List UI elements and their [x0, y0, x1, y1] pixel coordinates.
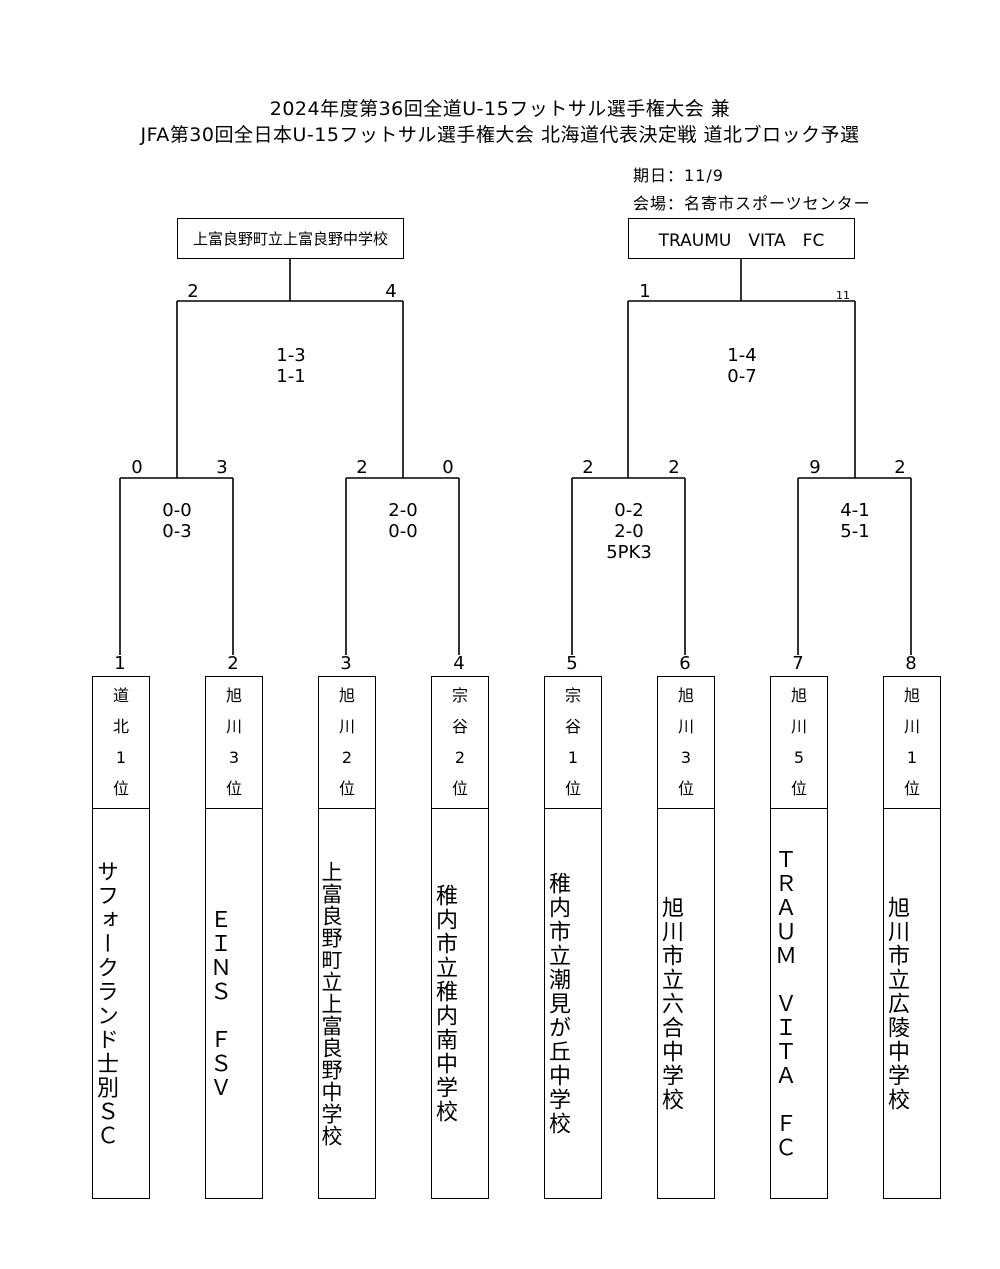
title-line-2: JFA第30回全日本U-15フットサル選手権大会 北海道代表決定戦 道北ブロック…: [140, 124, 860, 146]
seed-number: 1: [114, 653, 126, 674]
semi-1-goal-right: 3: [216, 457, 228, 478]
final-right-goal-right: 11: [836, 289, 850, 302]
rank-char: 2: [454, 747, 466, 767]
team-name: ＴＲＡＵＭ ＶＩＴＡ ＦＣ: [771, 847, 796, 1160]
rank-char: 位: [451, 778, 468, 798]
team-box-2: 旭 川 3 位 ＥＩＮＳ ＦＳＶ: [205, 676, 263, 1199]
rank-char: 3: [680, 747, 692, 767]
team-name: ＥＩＮＳ ＦＳＶ: [206, 907, 231, 1100]
team-rank: 旭 川 1 位: [884, 677, 940, 809]
team-box-3: 旭 川 2 位 上富良野町立上富良野中学校: [318, 676, 376, 1199]
qualifier-box-right: TRAUMU VITA FC: [628, 218, 855, 259]
seed-number: 5: [566, 653, 578, 674]
rank-char: 宗: [451, 686, 468, 706]
rank-char: 位: [790, 778, 807, 798]
rank-char: 谷: [564, 717, 581, 737]
final-right-goal-left: 1: [639, 281, 651, 302]
rank-char: 川: [790, 717, 807, 737]
rank-char: 位: [112, 778, 129, 798]
seed-number: 2: [227, 653, 239, 674]
rank-char: 1: [115, 747, 127, 767]
team-name: 旭川市立広陵中学校: [884, 895, 909, 1112]
qualifier-box-left: 上富良野町立上富良野中学校: [177, 218, 404, 259]
seed-number: 8: [905, 653, 917, 674]
rank-char: 位: [677, 778, 694, 798]
semi-3-goal-left: 2: [582, 457, 594, 478]
team-name: 稚内市立潮見が丘中学校: [545, 871, 570, 1136]
qualifier-name: TRAUMU VITA FC: [658, 231, 825, 251]
team-box-7: 旭 川 5 位 ＴＲＡＵＭ ＶＩＴＡ ＦＣ: [770, 676, 828, 1199]
semi-2-scores: 2-0 0-0: [388, 500, 418, 542]
rank-char: 3: [228, 747, 240, 767]
team-name: サフォークランド士別ＳＣ: [93, 859, 118, 1148]
rank-char: 旭: [903, 686, 920, 706]
team-box-5: 宗 谷 1 位 稚内市立潮見が丘中学校: [544, 676, 602, 1199]
rank-char: 旭: [338, 686, 355, 706]
final-left-goal-left: 2: [187, 281, 199, 302]
team-name: 稚内市立稚内南中学校: [432, 883, 457, 1124]
rank-char: 道: [112, 686, 129, 706]
rank-char: 川: [338, 717, 355, 737]
rank-char: 谷: [451, 717, 468, 737]
rank-char: 5: [793, 747, 805, 767]
rank-char: 川: [677, 717, 694, 737]
rank-char: 2: [341, 747, 353, 767]
seed-number: 6: [679, 653, 691, 674]
rank-char: 位: [338, 778, 355, 798]
team-name: 旭川市立六合中学校: [658, 895, 683, 1112]
final-left-scores: 1-3 1-1: [276, 345, 306, 387]
team-rank: 旭 川 5 位: [771, 677, 827, 809]
semi-1-goal-left: 0: [131, 457, 143, 478]
final-right-scores: 1-4 0-7: [727, 345, 757, 387]
semi-3-scores: 0-2 2-0 5PK3: [606, 500, 652, 563]
rank-char: 旭: [790, 686, 807, 706]
rank-char: 北: [112, 717, 129, 737]
team-box-6: 旭 川 3 位 旭川市立六合中学校: [657, 676, 715, 1199]
match-venue: 会場：名寄市スポーツセンター: [633, 194, 871, 213]
team-rank: 旭 川 2 位: [319, 677, 375, 809]
team-name: 上富良野町立上富良野中学校: [319, 860, 343, 1147]
title-line-1: 2024年度第36回全道U-15フットサル選手権大会 兼: [269, 98, 731, 120]
match-date: 期日：11/9: [633, 166, 724, 185]
semi-1-scores: 0-0 0-3: [162, 500, 192, 542]
semi-2-goal-left: 2: [356, 457, 368, 478]
rank-char: 1: [906, 747, 918, 767]
semi-2-goal-right: 0: [442, 457, 454, 478]
rank-char: 川: [225, 717, 242, 737]
team-box-4: 宗 谷 2 位 稚内市立稚内南中学校: [431, 676, 489, 1199]
team-box-1: 道 北 1 位 サフォークランド士別ＳＣ: [92, 676, 150, 1199]
seed-number: 3: [340, 653, 352, 674]
team-rank: 宗 谷 1 位: [545, 677, 601, 809]
seed-number: 4: [453, 653, 465, 674]
final-left-goal-right: 4: [385, 281, 397, 302]
qualifier-name: 上富良野町立上富良野中学校: [192, 230, 388, 248]
semi-3-goal-right: 2: [668, 457, 680, 478]
rank-char: 川: [903, 717, 920, 737]
rank-char: 1: [567, 747, 579, 767]
rank-char: 旭: [225, 686, 242, 706]
rank-char: 位: [225, 778, 242, 798]
seed-number: 7: [792, 653, 804, 674]
rank-char: 位: [903, 778, 920, 798]
team-rank: 旭 川 3 位: [206, 677, 262, 809]
semi-4-scores: 4-1 5-1: [840, 500, 870, 542]
team-rank: 道 北 1 位: [93, 677, 149, 809]
semi-4-goal-left: 9: [809, 457, 821, 478]
rank-char: 宗: [564, 686, 581, 706]
rank-char: 位: [564, 778, 581, 798]
semi-4-goal-right: 2: [894, 457, 906, 478]
team-box-8: 旭 川 1 位 旭川市立広陵中学校: [883, 676, 941, 1199]
team-rank: 旭 川 3 位: [658, 677, 714, 809]
team-rank: 宗 谷 2 位: [432, 677, 488, 809]
rank-char: 旭: [677, 686, 694, 706]
